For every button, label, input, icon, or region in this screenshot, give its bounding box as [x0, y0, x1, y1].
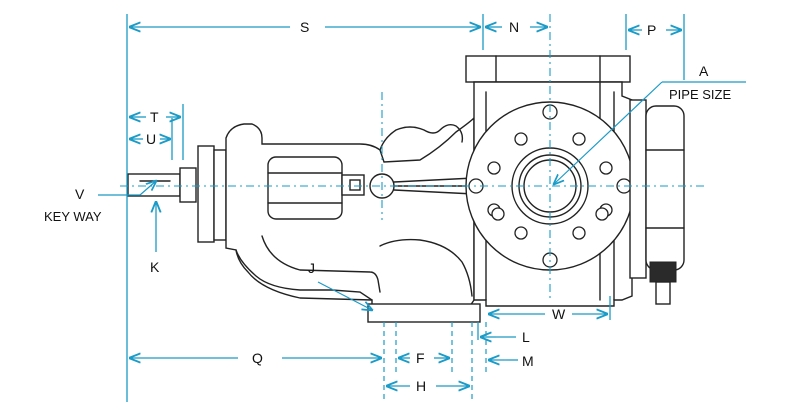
label-j: J — [308, 260, 315, 276]
label-s: S — [300, 19, 309, 35]
label-pipe-size: PIPE SIZE — [669, 87, 731, 102]
label-h: H — [416, 378, 426, 394]
relief-valve — [645, 105, 685, 271]
base-foot — [367, 303, 481, 323]
shaft-collar — [179, 167, 197, 203]
pump-outline — [127, 55, 685, 323]
shaft — [127, 173, 181, 197]
label-n: N — [509, 19, 519, 35]
adjusting-screw — [649, 261, 677, 283]
label-v: V — [75, 186, 85, 202]
label-w: W — [552, 306, 566, 322]
label-u: U — [146, 131, 156, 147]
label-m: M — [522, 353, 534, 369]
label-p: P — [647, 22, 656, 38]
seal-flange — [197, 145, 215, 243]
bearing-housing — [225, 116, 475, 307]
label-q: Q — [252, 350, 263, 366]
coupling-guard — [267, 156, 343, 220]
label-f: F — [416, 350, 425, 366]
valve-plate — [629, 99, 647, 279]
label-l: L — [522, 329, 530, 345]
dimension-lines — [98, 14, 746, 402]
dimension-labels: S N P A PIPE SIZE T U V KEY WAY K J W L … — [44, 19, 731, 394]
label-a: A — [699, 63, 709, 79]
label-t: T — [150, 109, 159, 125]
label-key-way: KEY WAY — [44, 209, 102, 224]
label-k: K — [150, 259, 160, 275]
center-lines — [120, 14, 705, 300]
top-flange — [465, 55, 631, 83]
